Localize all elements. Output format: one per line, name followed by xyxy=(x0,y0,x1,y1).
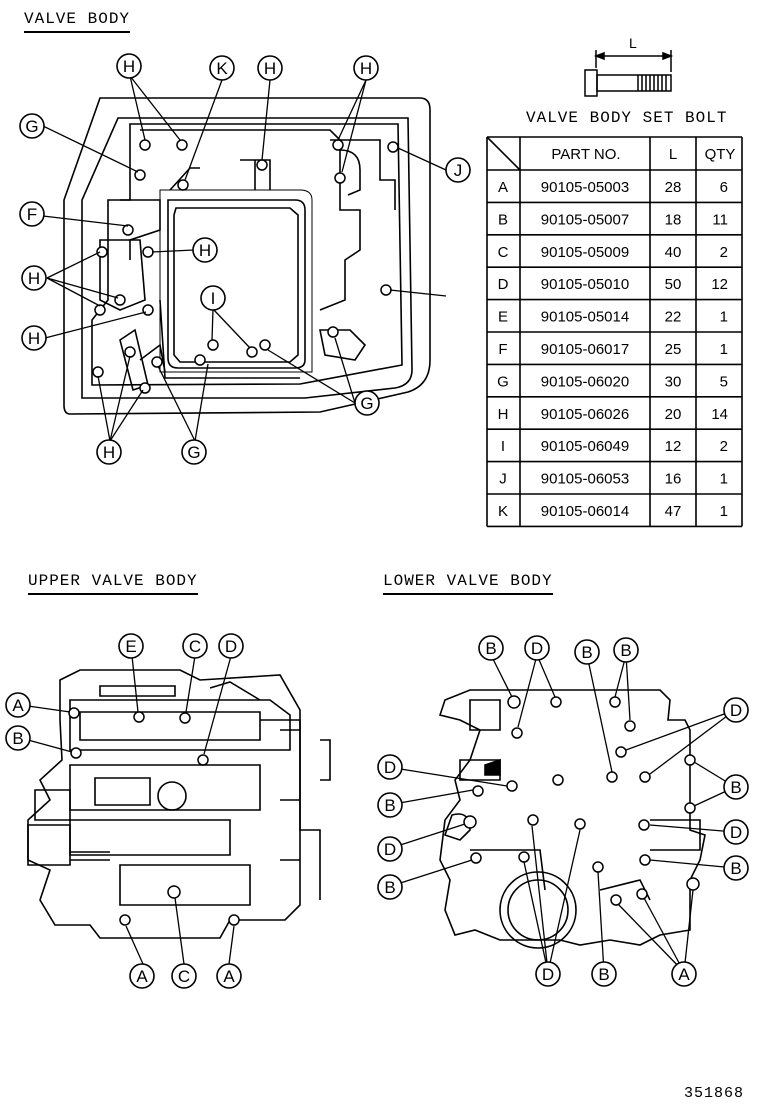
table-row-length: 22 xyxy=(665,309,682,326)
table-row-code: K xyxy=(498,503,508,520)
table-row-part-no: 90105-05010 xyxy=(541,276,629,293)
svg-text:K: K xyxy=(216,59,228,78)
table-row-part-no: 90105-06020 xyxy=(541,373,629,390)
table-row-code: C xyxy=(498,244,509,261)
lower-valve-body-title: LOWER VALVE BODY xyxy=(383,572,553,595)
table-row-qty: 1 xyxy=(720,309,728,326)
callout-h: H xyxy=(21,325,47,351)
table-row-part-no: 90105-05014 xyxy=(541,309,629,326)
table-row-code: J xyxy=(499,471,507,488)
svg-text:H: H xyxy=(360,59,372,78)
table-row-part-no: 90105-05003 xyxy=(541,179,629,196)
table-row-code: A xyxy=(498,179,508,196)
table-header-l: L xyxy=(669,146,677,163)
valve-body-title: VALVE BODY xyxy=(24,10,131,33)
callout-f: F xyxy=(19,201,45,227)
table-row-length: 50 xyxy=(665,276,682,293)
callout-g: G xyxy=(354,390,380,416)
svg-text:H: H xyxy=(264,59,276,78)
table-row-qty: 11 xyxy=(712,211,728,228)
callout-h: H xyxy=(116,53,142,79)
callout-j: J xyxy=(445,157,471,183)
table-row-length: 20 xyxy=(665,406,682,423)
table-row-length: 25 xyxy=(665,341,682,358)
bolt-length-label: L xyxy=(629,35,637,51)
table-header-part-no: PART NO. xyxy=(551,146,620,163)
callout-h: H xyxy=(257,55,283,81)
callout-g: G xyxy=(181,439,207,465)
svg-text:G: G xyxy=(360,394,373,413)
svg-text:I: I xyxy=(211,289,216,308)
table-row-part-no: 90105-05009 xyxy=(541,244,629,261)
table-row-length: 40 xyxy=(665,244,682,261)
table-row-qty: 2 xyxy=(720,438,728,455)
callout-i: I xyxy=(200,285,226,311)
upper-valve-body-title: UPPER VALVE BODY xyxy=(28,572,198,595)
table-title: VALVE BODY SET BOLT xyxy=(526,109,728,127)
callout-g: G xyxy=(19,113,45,139)
svg-text:J: J xyxy=(454,161,463,180)
table-row-code: I xyxy=(501,438,505,455)
table-row-code: G xyxy=(497,373,509,390)
table-row-qty: 1 xyxy=(720,471,728,488)
callout-h: H xyxy=(192,237,218,263)
table-row-qty: 5 xyxy=(720,373,728,390)
callout-h: H xyxy=(353,55,379,81)
svg-text:F: F xyxy=(27,205,37,224)
table-row-part-no: 90105-06026 xyxy=(541,406,629,423)
table-row-part-no: 90105-06049 xyxy=(541,438,629,455)
table-header-qty: QTY xyxy=(705,146,736,163)
table-row-length: 12 xyxy=(665,438,682,455)
table-row-part-no: 90105-05007 xyxy=(541,211,629,228)
upper-valve-body-diagram xyxy=(27,655,331,965)
table-row-qty: 1 xyxy=(720,341,728,358)
table-row-length: 28 xyxy=(665,179,682,196)
table-row-length: 18 xyxy=(665,211,682,228)
table-row-part-no: 90105-06053 xyxy=(541,471,629,488)
svg-text:G: G xyxy=(25,117,38,136)
table-row-code: D xyxy=(498,276,509,293)
callout-k: K xyxy=(209,55,235,81)
svg-text:H: H xyxy=(28,269,40,288)
lower-valve-body-diagram xyxy=(387,654,736,973)
svg-text:G: G xyxy=(187,443,200,462)
svg-text:H: H xyxy=(103,443,115,462)
bolt-table: PART NO. L QTY A 90105-05003 28 6B 90105-05007 1… xyxy=(486,136,743,528)
table-row-qty: 2 xyxy=(720,244,728,261)
table-row-code: B xyxy=(498,211,508,228)
table-row-qty: 14 xyxy=(711,406,728,423)
callout-h: H xyxy=(21,265,47,291)
table-row-length: 47 xyxy=(665,503,682,520)
table-row-part-no: 90105-06014 xyxy=(541,503,629,520)
callout-h: H xyxy=(96,439,122,465)
table-row-code: E xyxy=(498,309,508,326)
svg-text:H: H xyxy=(199,241,211,260)
table-row-length: 16 xyxy=(665,471,682,488)
svg-text:H: H xyxy=(28,329,40,348)
table-row-qty: 6 xyxy=(720,179,728,196)
table-row-code: H xyxy=(498,406,509,423)
table-row-part-no: 90105-06017 xyxy=(541,341,629,358)
table-row-length: 30 xyxy=(665,373,682,390)
table-row-code: F xyxy=(498,341,507,358)
bolt-icon xyxy=(584,50,674,97)
table-row-qty: 1 xyxy=(720,503,728,520)
svg-text:H: H xyxy=(123,57,135,76)
diagram-number: 351868 xyxy=(683,1085,744,1102)
table-row-qty: 12 xyxy=(711,276,728,293)
